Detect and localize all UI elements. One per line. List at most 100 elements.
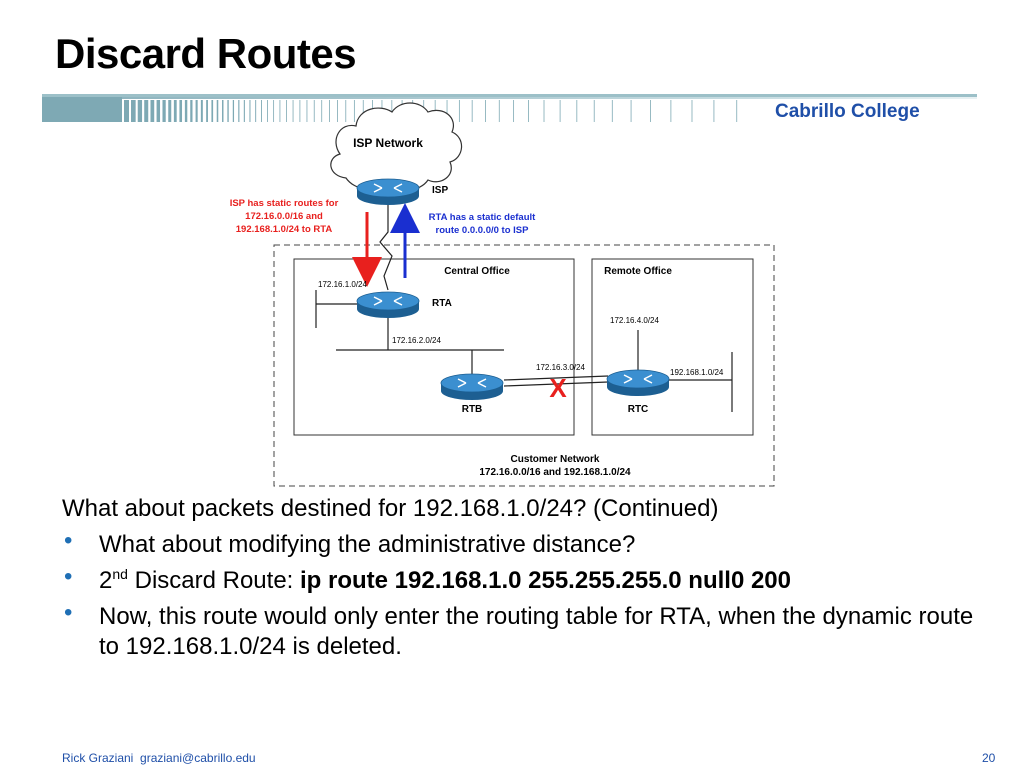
rtb-router-icon	[440, 373, 504, 400]
banner-stripe	[471, 100, 473, 122]
banner-stripe	[713, 100, 715, 122]
isp-cloud-label: ISP Network	[353, 136, 423, 150]
banner-stripe	[238, 100, 240, 122]
banner-stripe	[498, 100, 500, 122]
central-office-label: Central Office	[444, 266, 510, 277]
bullet-dot-icon: •	[64, 599, 73, 626]
central-office-box	[293, 258, 575, 436]
banner-stripe	[670, 100, 672, 122]
banner-stripe	[150, 100, 155, 122]
subnet-label-s2: 172.16.2.0/24	[392, 336, 441, 345]
rta-router-label: RTA	[432, 298, 452, 309]
customer-network-line: Customer Network	[511, 454, 600, 465]
banner-stripe	[222, 100, 224, 122]
banner-stripe	[162, 100, 166, 122]
banner-stripe	[184, 100, 188, 122]
banner-stripe	[261, 100, 262, 122]
banner-stripe	[273, 100, 275, 122]
author-email[interactable]: graziani@cabrillo.edu	[140, 751, 256, 765]
bullet-dot-icon: •	[64, 527, 73, 554]
banner-stripe	[168, 100, 172, 122]
rta-note-line: route 0.0.0.0/0 to ISP	[436, 225, 530, 236]
banner-stripe	[243, 100, 245, 122]
banner-stripe	[144, 100, 149, 122]
banner-stripe	[286, 100, 287, 122]
bullet-item: • What about modifying the administrativ…	[62, 527, 982, 560]
bullet-text: Discard Route:	[127, 567, 301, 594]
banner-stripe	[736, 100, 738, 122]
subnet-label-s4: 172.16.4.0/24	[610, 316, 659, 325]
banner-stripe	[131, 100, 136, 122]
isp-router-label: ISP	[432, 185, 448, 196]
banner-stripe	[458, 100, 460, 122]
isp-note-line: 172.16.0.0/16 and	[245, 211, 323, 222]
bullet-ordinal: 2	[99, 567, 113, 594]
banner-stripe	[232, 100, 235, 122]
rtc-router-label: RTC	[628, 404, 649, 415]
isp-rta-serial-link	[379, 204, 393, 291]
banner-stripe	[179, 100, 183, 122]
rta-note-line: RTA has a static default	[429, 212, 536, 223]
banner-stripe	[267, 100, 268, 122]
banner-stripe	[299, 100, 301, 122]
bullet-item: • 2nd Discard Route: ip route 192.168.1.…	[62, 563, 982, 596]
discard-route-command: ip route 192.168.1.0 255.255.255.0 null0…	[300, 567, 791, 594]
banner-stripe	[195, 100, 198, 122]
banner-stripe	[337, 100, 338, 122]
isp-static-routes-note: ISP has static routes for 172.16.0.0/16 …	[230, 198, 339, 235]
slide-title: Discard Routes	[55, 30, 357, 77]
banner-stripe	[485, 100, 486, 122]
banner-stripe	[200, 100, 203, 122]
banner-stripe	[313, 100, 315, 122]
rta-router-icon	[356, 291, 420, 318]
banner-stripe	[227, 100, 229, 122]
banner-stripe	[576, 100, 578, 122]
customer-network-boundary	[273, 244, 775, 487]
banner-stripe	[190, 100, 193, 122]
subnet-label-s3: 172.16.3.0/24	[536, 363, 585, 372]
banner-stripe	[345, 100, 347, 122]
isp-router-icon	[356, 178, 420, 205]
banner-stripe	[137, 100, 143, 122]
banner-stripe	[156, 100, 161, 122]
banner-stripe	[353, 100, 355, 122]
banner-stripe	[611, 100, 613, 122]
banner-stripe	[559, 100, 561, 122]
link-failure-mark: X	[549, 373, 567, 403]
banner-stripe	[173, 100, 177, 122]
customer-network-line: 172.16.0.0/16 and 192.168.1.0/24	[479, 467, 631, 478]
banner-stripe	[206, 100, 208, 122]
banner-stripe	[249, 100, 251, 122]
banner-stripe	[255, 100, 257, 122]
bullet-text: Now, this route would only enter the rou…	[99, 603, 974, 660]
banner-stripe	[292, 100, 294, 122]
bullet-dot-icon: •	[64, 563, 73, 590]
subnet-label-s5: 192.168.1.0/24	[670, 368, 724, 377]
banner-stripe	[691, 100, 693, 122]
banner-stripe	[279, 100, 281, 122]
banner-stripe	[446, 100, 448, 122]
banner-stripe	[362, 100, 364, 122]
page-number: 20	[982, 751, 996, 765]
slide-body: What about packets destined for 192.168.…	[62, 494, 982, 668]
bullet-ordinal-suffix: nd	[112, 566, 128, 582]
banner-stripe	[306, 100, 308, 122]
banner-stripe	[329, 100, 330, 122]
footer-author: Rick Graziani graziani@cabrillo.edu	[62, 751, 256, 765]
banner-stripe	[513, 100, 515, 122]
author-name: Rick Graziani	[62, 751, 134, 765]
rtc-router-icon	[606, 369, 670, 396]
intro-text: What about packets destined for 192.168.…	[62, 495, 719, 522]
banner-stripe	[528, 100, 529, 122]
banner-stripe	[216, 100, 219, 122]
banner-stripe	[211, 100, 214, 122]
rtb-router-label: RTB	[462, 404, 483, 415]
bullet-text: What about modifying the administrative …	[99, 531, 636, 558]
banner-stripe	[543, 100, 545, 122]
banner-stripe	[321, 100, 323, 122]
college-logo: Cabrillo College	[775, 101, 920, 122]
header-banner	[42, 94, 977, 122]
remote-office-box	[591, 258, 754, 436]
wan-172-16-3-link-bottom	[503, 381, 609, 387]
